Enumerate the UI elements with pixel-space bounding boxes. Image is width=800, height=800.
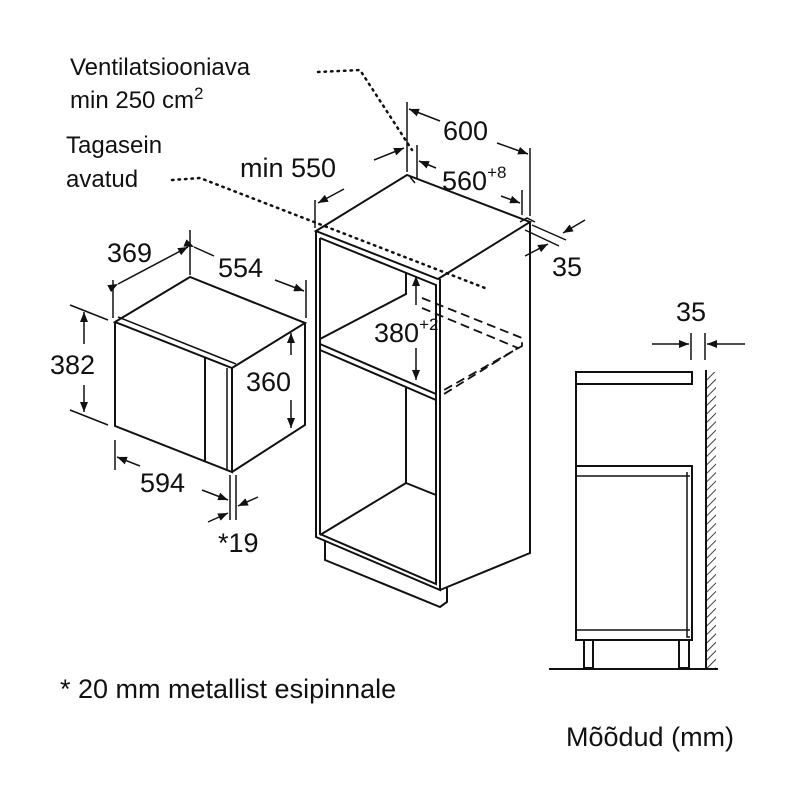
- units-label: Mõõdud (mm): [566, 722, 734, 752]
- ventilation-min-area: min 250 cm2: [70, 84, 204, 114]
- ventilation-label: Ventilatsiooniava: [70, 54, 251, 81]
- dim-front-panel: *19: [218, 528, 259, 558]
- ventilation-leader: [316, 68, 414, 152]
- dim-side-gap: 35: [676, 297, 706, 327]
- back-wall-open-label: avatud: [66, 166, 138, 193]
- dim-appliance-width: 594: [140, 468, 185, 498]
- side-view-cabinet: [549, 370, 718, 670]
- dim-cabinet-width: 600: [443, 116, 488, 146]
- dim-niche-height: 380+2: [374, 315, 438, 348]
- back-wall-label: Tagasein: [66, 132, 162, 159]
- dim-appliance-side-height: 360: [246, 367, 291, 397]
- back-wall-leader: [170, 176, 487, 290]
- dim-cabinet-min-depth: min 550: [240, 153, 336, 183]
- cabinet-dimension-lines: [314, 102, 586, 380]
- dim-appliance-depth: 369: [107, 238, 152, 268]
- dim-appliance-height: 382: [50, 350, 95, 380]
- tall-cabinet: [313, 173, 536, 609]
- dim-appliance-width-back: 554: [218, 253, 263, 283]
- dim-niche-width: 560+8: [442, 163, 506, 196]
- dim-back-gap: 35: [552, 252, 582, 282]
- side-gap-dimension: [652, 333, 745, 360]
- microwave-dimension-lines: [69, 230, 307, 523]
- footnote: * 20 mm metallist esipinnale: [60, 674, 396, 704]
